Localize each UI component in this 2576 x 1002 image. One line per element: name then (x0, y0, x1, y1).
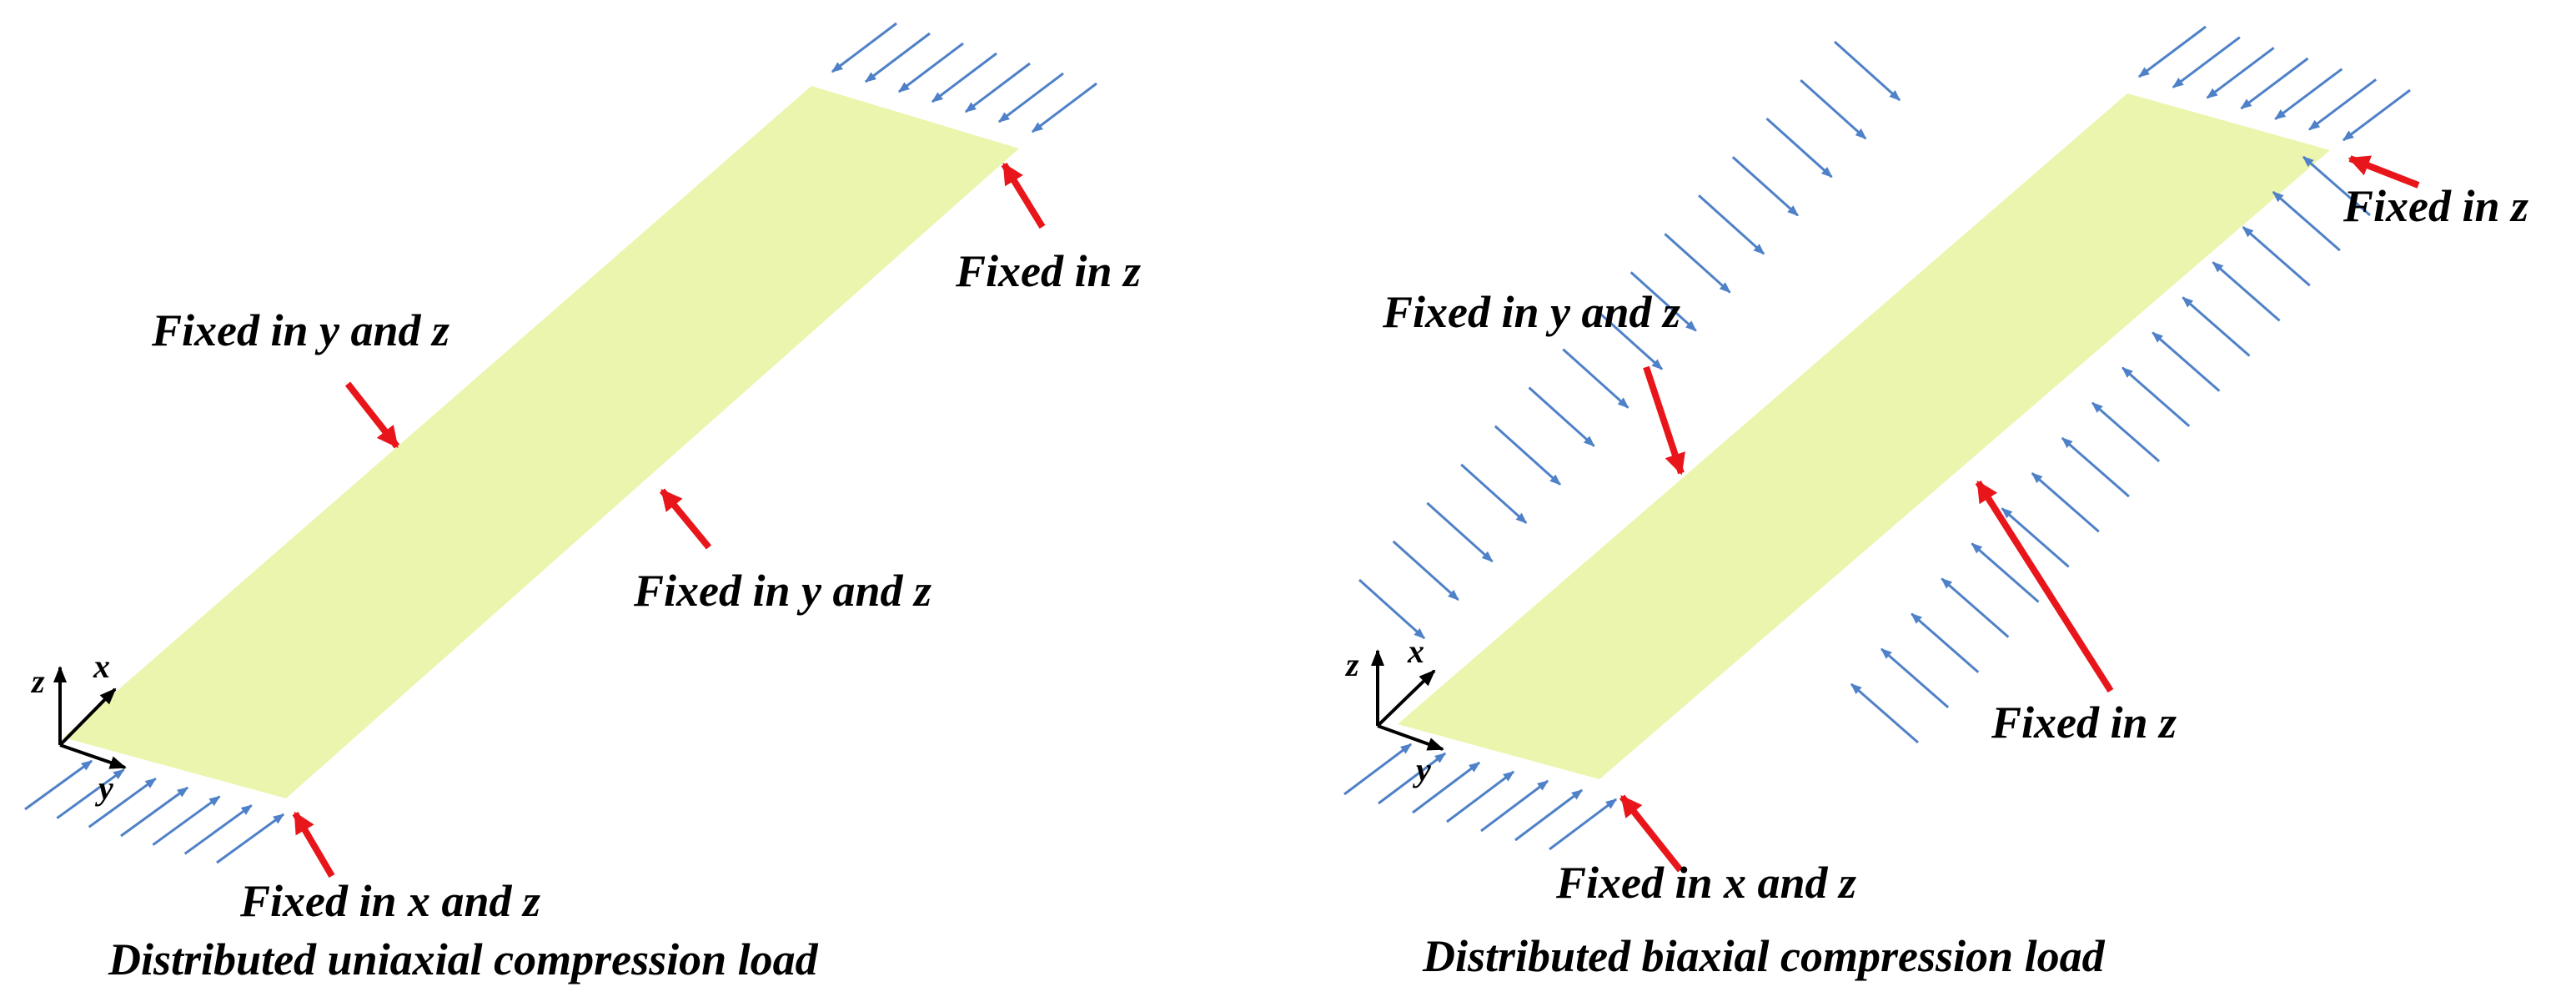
left-load-arrow-top-5 (997, 72, 1064, 123)
right-load-arrows-lower-right-edge (1850, 155, 2371, 744)
left-load-arrow-bottom-3 (120, 786, 189, 838)
left-load-arrow-bottom-5 (183, 804, 253, 855)
left-constraint-arrow-middle (659, 488, 712, 550)
right-axis-x-label: x (1407, 632, 1424, 670)
left-load-arrow-top-3 (931, 52, 997, 103)
left-load-arrow-bottom-4 (152, 795, 221, 846)
right-caption: Distributed biaxial compression load (1422, 931, 2106, 981)
right-load-arrow-ul-9 (1528, 386, 1595, 447)
right-load-arrow-lr-9 (2031, 472, 2100, 533)
left-axis-x-label: x (93, 647, 110, 685)
left-load-arrows-bottom (24, 759, 285, 864)
left-load-arrow-top-1 (864, 32, 931, 83)
right-constraint-arrow-upper-left (1643, 365, 1685, 476)
left-load-arrow-bottom-0 (24, 759, 93, 811)
right-load-arrow-bottom-3 (1446, 770, 1515, 823)
left-label-top-right: Fixed in z (955, 246, 1141, 296)
right-constraint-arrow-top-right (2348, 155, 2420, 189)
right-load-arrow-lr-8 (2061, 436, 2130, 498)
right-load-arrow-top-1 (2172, 36, 2241, 88)
right-axis-triad: z x y (1344, 632, 1444, 788)
right-load-arrow-bottom-4 (1480, 779, 1549, 833)
right-load-arrow-ul-4 (1698, 194, 1765, 255)
right-load-arrow-top-5 (2308, 78, 2378, 131)
right-load-arrow-lr-3 (2212, 261, 2281, 322)
right-label-upper-left: Fixed in y and z (1382, 287, 1680, 337)
right-load-arrow-top-3 (2240, 57, 2309, 110)
right-load-arrow-lr-15 (1850, 682, 1919, 744)
right-constraint-arrow-bottom (1619, 794, 1684, 873)
right-plate (1398, 93, 2330, 779)
right-load-arrow-ul-0 (1833, 40, 1901, 102)
right-load-arrow-lr-10 (2001, 507, 2070, 568)
right-load-arrows-top (2137, 25, 2411, 142)
left-load-arrow-bottom-2 (88, 778, 157, 828)
right-load-arrow-lr-5 (2152, 331, 2221, 392)
right-load-arrow-top-4 (2274, 68, 2343, 120)
left-plate (63, 86, 1019, 798)
left-load-arrow-top-2 (897, 42, 964, 93)
right-load-arrow-ul-2 (1765, 118, 1833, 179)
right-load-arrow-lr-1 (2272, 191, 2341, 252)
right-load-arrow-top-6 (2342, 88, 2411, 142)
left-load-arrow-bottom-6 (216, 813, 285, 864)
right-load-arrow-lr-14 (1881, 647, 1950, 708)
right-load-arrow-lr-12 (1941, 577, 2010, 638)
right-load-arrow-bottom-2 (1412, 761, 1481, 814)
left-constraint-arrow-bottom (292, 811, 335, 879)
right-load-arrow-lr-4 (2182, 296, 2251, 357)
left-axis-y-label: y (95, 769, 113, 807)
right-load-arrow-ul-3 (1731, 156, 1799, 217)
right-load-arrows-upper-left-edge (1358, 40, 1901, 640)
left-load-arrows-top (831, 22, 1097, 133)
right-load-arrow-lr-13 (1911, 612, 1980, 673)
left-constraint-arrow-top-right (1001, 162, 1046, 229)
left-load-arrow-top-6 (1031, 82, 1097, 133)
right-load-arrow-lr-0 (2302, 155, 2371, 217)
right-load-arrow-ul-8 (1562, 348, 1629, 409)
right-load-arrow-ul-11 (1460, 463, 1528, 524)
right-label-bottom: Fixed in x and z (1555, 858, 1856, 908)
right-load-arrow-lr-11 (1971, 542, 2040, 603)
right-constraint-arrow-lower-right (1975, 480, 2114, 693)
right-load-arrow-ul-5 (1664, 233, 1731, 294)
left-caption: Distributed uniaxial compression load (108, 934, 819, 984)
right-axis-y-label: y (1413, 751, 1431, 788)
left-constraint-arrow-upper-left (344, 381, 400, 449)
right-load-arrow-bottom-5 (1514, 788, 1584, 842)
left-load-arrow-bottom-1 (56, 768, 125, 819)
left-load-arrow-top-4 (964, 62, 1031, 113)
right-load-arrow-top-2 (2206, 47, 2275, 99)
left-axis-triad: z x y (30, 647, 127, 807)
right-load-arrow-bottom-1 (1378, 752, 1447, 805)
right-load-arrow-ul-6 (1629, 271, 1697, 332)
right-load-arrow-ul-1 (1800, 78, 1867, 140)
right-panel: z x y Fixed in z Fixed in y and z Fixed … (1343, 25, 2528, 981)
right-label-top-right: Fixed in z (2343, 181, 2528, 231)
left-label-middle: Fixed in y and z (633, 566, 931, 616)
right-load-arrow-lr-7 (2091, 401, 2161, 463)
right-load-arrow-top-0 (2137, 25, 2207, 78)
right-load-arrow-bottom-0 (1343, 743, 1413, 796)
left-label-bottom: Fixed in x and z (239, 876, 540, 926)
right-axis-z-label: z (1344, 646, 1359, 683)
right-load-arrow-bottom-6 (1549, 798, 1618, 851)
right-load-arrow-ul-13 (1392, 540, 1459, 602)
left-label-upper-left: Fixed in y and z (151, 305, 449, 355)
right-load-arrows-bottom (1343, 743, 1618, 851)
right-load-arrow-lr-6 (2122, 366, 2191, 427)
right-load-arrow-lr-2 (2242, 226, 2311, 287)
right-load-arrow-ul-14 (1358, 578, 1426, 640)
right-load-arrow-ul-7 (1595, 310, 1664, 370)
right-load-arrow-ul-10 (1494, 425, 1561, 486)
left-load-arrow-top-0 (831, 22, 897, 73)
right-label-lower-right: Fixed in z (1991, 697, 2177, 748)
right-load-arrow-ul-12 (1426, 501, 1494, 562)
left-panel: z x y Fixed in z Fixed in y and z Fixed … (24, 22, 1141, 984)
left-axis-z-label: z (30, 662, 45, 700)
